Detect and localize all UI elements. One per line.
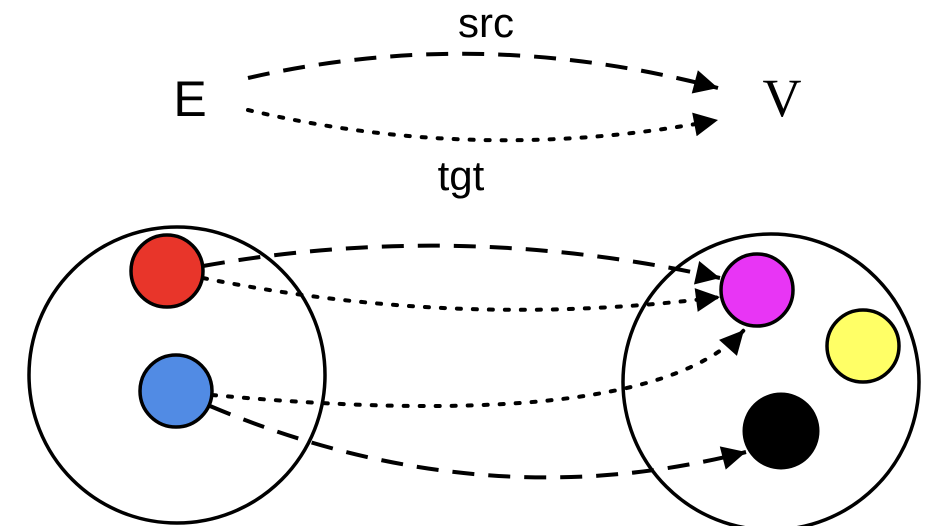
tgt-label: tgt (438, 152, 485, 199)
tgt-arrow (246, 108, 720, 143)
blue-src-mapping (209, 404, 747, 480)
vertices-set-label: V (763, 68, 802, 128)
src-arrow (247, 51, 719, 94)
vertex-node-magenta (719, 252, 795, 328)
vertex-node-black (742, 392, 820, 470)
edge-node-blue (138, 353, 214, 429)
edges-set-label: E (173, 71, 206, 127)
vertex-node-yellow (825, 308, 901, 384)
red-src-mapping (202, 243, 721, 285)
src-label: src (458, 0, 514, 46)
edge-node-red (129, 233, 205, 309)
red-tgt-mapping (201, 276, 722, 312)
blue-tgt-mapping (210, 328, 746, 408)
